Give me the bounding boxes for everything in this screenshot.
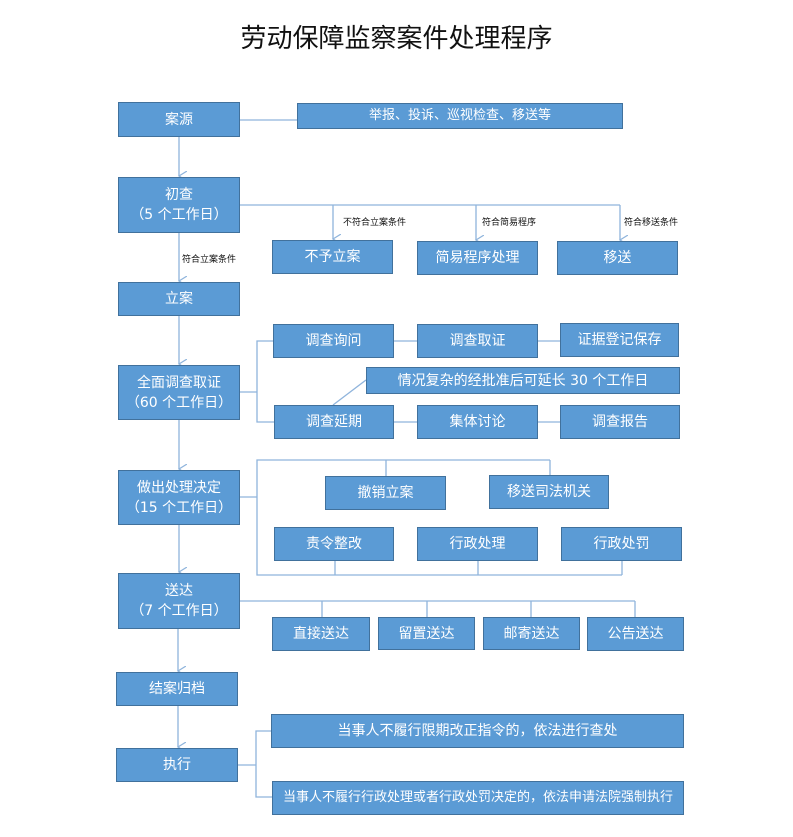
step-label: 全面调查取证 (137, 374, 221, 391)
step-case-source: 案源 (118, 102, 240, 137)
decision-item: 责令整改 (274, 527, 394, 561)
step-investigation: 全面调查取证 （60 个工作日） (118, 365, 240, 420)
condition-label: 符合移送条件 (624, 218, 679, 228)
page-title: 劳动保障监察案件处理程序 (240, 24, 553, 54)
investigation-item: 调查延期 (274, 405, 394, 439)
step-label: 做出处理决定 (137, 479, 221, 496)
decision-item: 移送司法机关 (489, 475, 609, 509)
delivery-method: 邮寄送达 (483, 617, 580, 650)
step-duration: （7 个工作日） (130, 603, 228, 619)
step-initial-check: 初查 （5 个工作日） (118, 177, 240, 233)
condition-label: 符合简易程序 (482, 218, 537, 228)
decision-item: 行政处罚 (561, 527, 682, 561)
condition-label: 不符合立案条件 (343, 218, 407, 228)
extension-note: 情况复杂的经批准后可延长 30 个工作日 (366, 367, 680, 394)
decision-item: 行政处理 (417, 527, 538, 561)
step-archive: 结案归档 (116, 672, 238, 706)
branch-no-filing: 不予立案 (272, 240, 393, 274)
step-duration: （15 个工作日） (125, 499, 233, 516)
delivery-method: 直接送达 (272, 617, 370, 651)
step-decision: 做出处理决定 （15 个工作日） (118, 470, 240, 525)
delivery-method: 留置送达 (378, 617, 475, 650)
investigation-item: 调查报告 (560, 405, 680, 439)
step-delivery: 送达 （7 个工作日） (118, 573, 240, 629)
branch-transfer: 移送 (557, 241, 678, 275)
decision-item: 撤销立案 (325, 476, 446, 510)
step-label: 初查 (165, 187, 193, 203)
investigation-item: 集体讨论 (417, 405, 538, 439)
execution-item: 当事人不履行行政处理或者行政处罚决定的，依法申请法院强制执行 (272, 781, 684, 815)
execution-item: 当事人不履行限期改正指令的，依法进行查处 (271, 714, 684, 748)
step-label: 案源 (165, 111, 193, 128)
filing-condition-label: 符合立案条件 (182, 255, 237, 265)
step-duration: （5 个工作日） (130, 207, 228, 223)
investigation-item: 证据登记保存 (560, 323, 679, 357)
step-filing: 立案 (118, 282, 240, 316)
investigation-item: 调查取证 (417, 324, 538, 358)
step-execution: 执行 (116, 748, 238, 782)
investigation-item: 调查询问 (273, 324, 394, 358)
delivery-method: 公告送达 (587, 617, 684, 651)
step-duration: （60 个工作日） (125, 394, 233, 411)
branch-simple-procedure: 简易程序处理 (417, 241, 538, 275)
case-source-note: 举报、投诉、巡视检查、移送等 (297, 103, 623, 129)
step-label: 送达 (165, 583, 193, 599)
